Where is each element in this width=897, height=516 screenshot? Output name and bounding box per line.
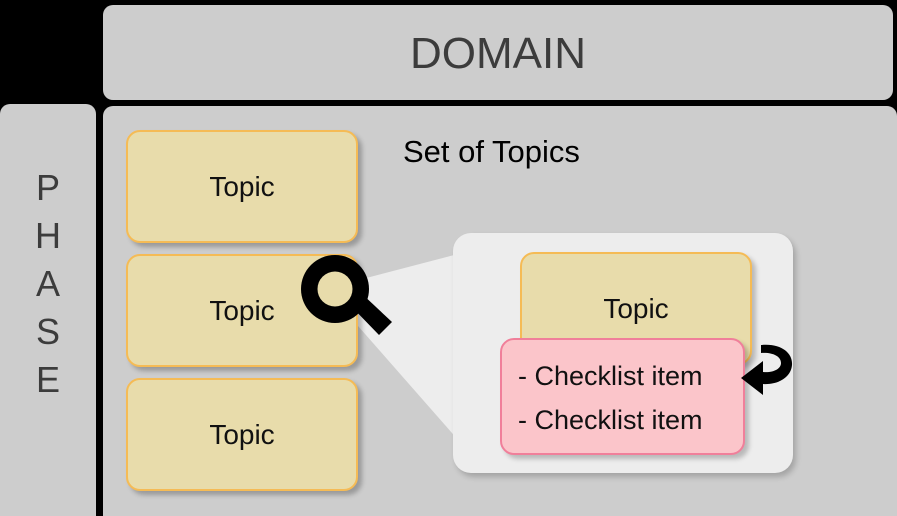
rotate-arrow-icon [741, 344, 793, 395]
checklist-card[interactable]: - Checklist item - Checklist item [500, 338, 745, 455]
checklist-item: - Checklist item [518, 405, 703, 435]
topic-label: Topic [209, 418, 275, 450]
phase-panel: P H A S E [0, 104, 96, 516]
phase-letter-h: H [35, 215, 61, 256]
topic-card[interactable]: Topic [126, 378, 358, 491]
phase-letter-p: P [35, 167, 60, 208]
phase-letter-s: S [35, 311, 60, 352]
phase-letter-e: E [35, 359, 60, 400]
topic-card[interactable]: Topic [126, 130, 358, 243]
domain-panel: DOMAIN [103, 5, 893, 100]
magnifier-icon[interactable] [291, 243, 403, 353]
detail-topic-label: Topic [603, 292, 669, 324]
set-of-topics-label: Set of Topics [403, 134, 580, 169]
domain-content-panel: Topic - Checklist item - Checklist item … [103, 106, 897, 516]
topic-label: Topic [209, 294, 275, 326]
topic-label: Topic [209, 170, 275, 202]
phase-label: P H A S E [0, 170, 96, 398]
domain-title: DOMAIN [410, 29, 586, 78]
phase-letter-a: A [35, 263, 60, 304]
checklist-item: - Checklist item [518, 361, 703, 391]
